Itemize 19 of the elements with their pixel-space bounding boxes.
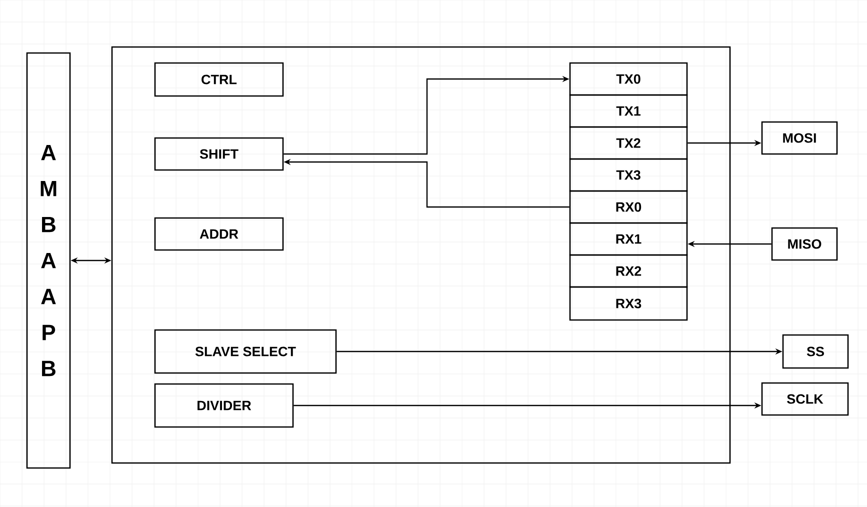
register-cell: TX2 [569,126,688,160]
register-cell: RX1 [569,222,688,256]
register-cell: RX0 [569,190,688,224]
block-box: ADDR [154,217,284,251]
signal-box: MOSI [761,121,838,155]
register-cell: TX0 [569,62,688,96]
register-cell: RX2 [569,254,688,288]
register-cell: TX1 [569,94,688,128]
block-box: CTRL [154,62,284,97]
signal-box: MISO [771,227,838,261]
module-box [111,46,731,464]
bus-bar: AMBA APB [26,52,71,469]
block-box: SLAVE SELECT [154,329,337,374]
register-cell: RX3 [569,286,688,321]
register-cell: TX3 [569,158,688,192]
signal-box: SCLK [761,382,849,416]
block-box: SHIFT [154,137,284,171]
signal-box: SS [782,334,849,369]
block-box: DIVIDER [154,383,294,428]
